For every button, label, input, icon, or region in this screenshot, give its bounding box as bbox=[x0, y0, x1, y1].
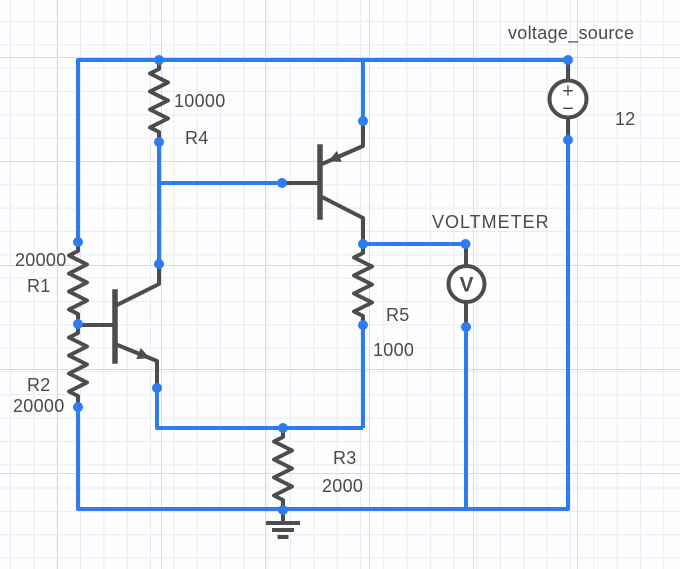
resistor-r5[interactable] bbox=[352, 244, 374, 325]
wire-right-bottom-rail[interactable] bbox=[76, 140, 570, 511]
node-r4-top[interactable] bbox=[154, 55, 164, 65]
voltage-source-value-label[interactable]: 12 bbox=[615, 109, 636, 129]
wire-emitter-to-r3[interactable] bbox=[155, 388, 363, 430]
r3-name-label[interactable]: R3 bbox=[333, 448, 357, 468]
node-voltmeter-top[interactable] bbox=[460, 239, 471, 249]
node-q2-bottom-r5-top[interactable] bbox=[358, 239, 368, 249]
node-q2-top[interactable] bbox=[358, 116, 368, 126]
plus-icon: + bbox=[562, 81, 574, 103]
minus-icon: − bbox=[562, 98, 574, 120]
resistor-r4[interactable] bbox=[148, 60, 170, 142]
voltmeter-name-label[interactable]: VOLTMETER bbox=[432, 212, 550, 232]
resistor-r1[interactable] bbox=[67, 242, 89, 324]
node-voltmeter-bottom[interactable] bbox=[461, 322, 471, 332]
terminal-nodes bbox=[73, 55, 573, 515]
r1-value-label[interactable]: 20000 bbox=[15, 250, 67, 270]
q2-collector-lead bbox=[321, 195, 365, 244]
r1-name-label[interactable]: R1 bbox=[27, 276, 51, 296]
r5-value-label[interactable]: 1000 bbox=[373, 340, 415, 360]
node-r3-bottom[interactable] bbox=[278, 505, 288, 515]
node-q1-emitter[interactable] bbox=[152, 383, 162, 393]
node-source-top[interactable] bbox=[563, 55, 573, 65]
q2-emitter-lead bbox=[321, 121, 365, 166]
r2-name-label[interactable]: R2 bbox=[27, 375, 51, 395]
q1-emitter-arrow-icon bbox=[125, 346, 150, 360]
resistor-r2[interactable] bbox=[67, 324, 89, 407]
wires bbox=[76, 58, 570, 511]
r4-value-label[interactable]: 10000 bbox=[174, 91, 226, 111]
node-r1-top[interactable] bbox=[73, 237, 83, 247]
transistor-pnp-top[interactable] bbox=[284, 121, 365, 244]
r5-name-label[interactable]: R5 bbox=[386, 305, 410, 325]
node-r4-bottom[interactable] bbox=[154, 137, 164, 147]
voltmeter[interactable]: V bbox=[446, 244, 487, 327]
wire-top-left-rail[interactable] bbox=[76, 58, 568, 242]
voltmeter-v-icon: V bbox=[459, 274, 473, 297]
q1-collector-lead bbox=[114, 264, 161, 308]
node-q2-base[interactable] bbox=[277, 178, 287, 188]
r2-value-label[interactable]: 20000 bbox=[13, 396, 65, 416]
node-r5-bottom[interactable] bbox=[358, 320, 368, 330]
r3-value-label[interactable]: 2000 bbox=[322, 476, 364, 496]
node-r1-r2-base[interactable] bbox=[73, 319, 83, 329]
node-source-bottom[interactable] bbox=[563, 135, 573, 145]
node-r2-bottom[interactable] bbox=[73, 402, 83, 412]
r4-name-label[interactable]: R4 bbox=[185, 128, 209, 148]
transistor-npn-left[interactable] bbox=[80, 264, 161, 388]
q2-emitter-arrow-icon bbox=[328, 150, 350, 163]
resistor-r3[interactable] bbox=[272, 428, 294, 510]
node-q1-collector[interactable] bbox=[154, 259, 164, 269]
voltage-source[interactable]: + − bbox=[547, 60, 589, 140]
voltage-source-name-label[interactable]: voltage_source bbox=[508, 23, 635, 43]
node-r3-top[interactable] bbox=[278, 423, 288, 433]
resistors bbox=[67, 60, 374, 510]
